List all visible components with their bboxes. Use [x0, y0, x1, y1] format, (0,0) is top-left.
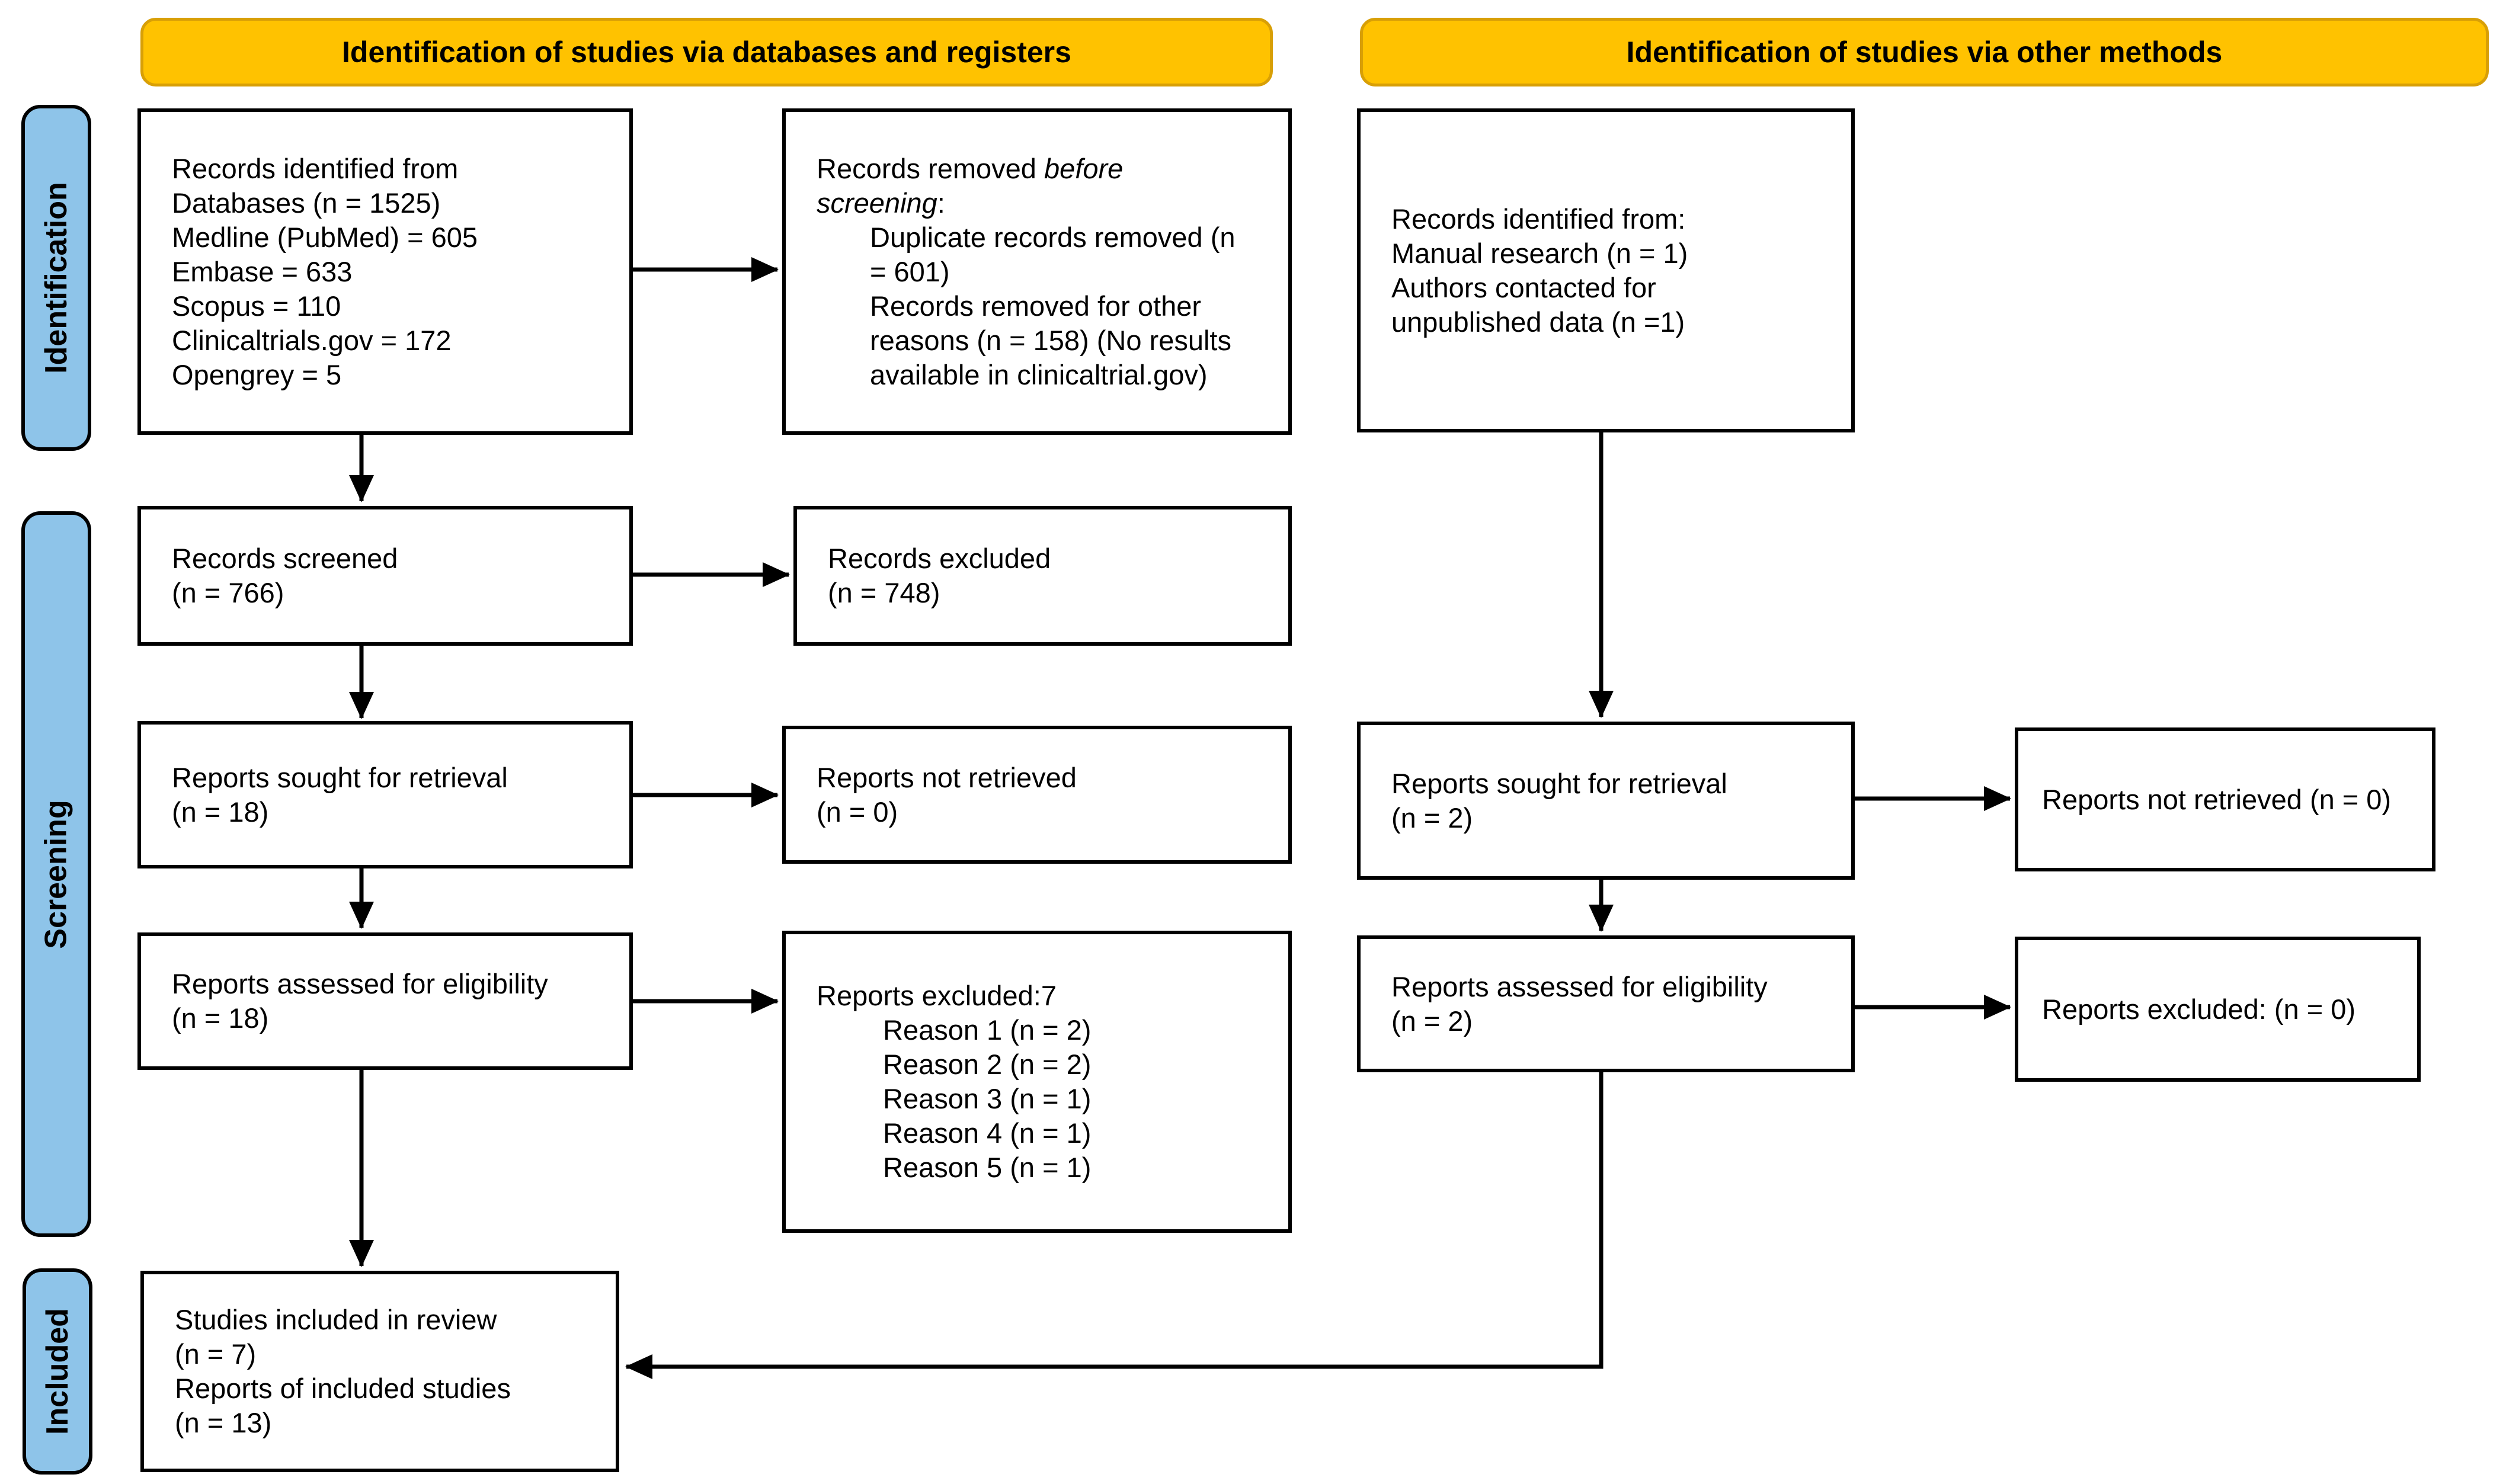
header-other-methods-label: Identification of studies via other meth… [1626, 36, 2223, 69]
box-line: Reports assessed for eligibility [1391, 970, 1768, 1002]
box-records-identified-databases: Records identified from Databases (n = 1… [137, 108, 633, 435]
stage-included-label: Included [40, 1308, 75, 1435]
box-line: Reports sought for retrieval [1391, 767, 1727, 799]
box-line: Manual research (n = 1) [1391, 237, 1688, 269]
stage-screening-label: Screening [39, 799, 74, 949]
box-line: screening: [817, 187, 945, 219]
box-line: Reason 3 (n = 1) [883, 1083, 1092, 1114]
box-other-reports-assessed: Reports assessed for eligibility (n = 2) [1357, 935, 1855, 1072]
box-line: Reports not retrieved [817, 761, 1077, 793]
box-line: Records removed for other reasons (n = 1… [870, 290, 1231, 390]
box-line: Embase = 633 [172, 255, 353, 287]
box-line: Databases (n = 1525) [172, 187, 441, 219]
box-line: Records removed before [817, 152, 1124, 184]
box-line: Clinicaltrials.gov = 172 [172, 324, 452, 356]
box-line: Reason 4 (n = 1) [883, 1117, 1092, 1149]
box-studies-included: Studies included in review (n = 7) Repor… [140, 1271, 619, 1472]
box-line: Reason 2 (n = 2) [883, 1049, 1092, 1080]
box-other-reports-sought: Reports sought for retrieval (n = 2) [1357, 722, 1855, 880]
box-records-screened: Records screened (n = 766) [137, 506, 633, 646]
box-line: (n = 766) [172, 577, 284, 608]
box-line: Reports assessed for eligibility [172, 968, 548, 999]
box-line: Scopus = 110 [172, 290, 341, 322]
box-line: Reports excluded: (n = 0) [2042, 993, 2356, 1025]
box-reports-not-retrieved: Reports not retrieved (n = 0) [782, 726, 1292, 864]
header-databases-registers-label: Identification of studies via databases … [342, 36, 1071, 69]
box-line: Medline (PubMed) = 605 [172, 221, 478, 253]
box-records-identified-other: Records identified from: Manual research… [1357, 108, 1855, 432]
box-reports-assessed: Reports assessed for eligibility (n = 18… [137, 932, 633, 1070]
box-records-excluded: Records excluded (n = 748) [793, 506, 1292, 646]
box-reports-sought: Reports sought for retrieval (n = 18) [137, 721, 633, 868]
box-other-reports-excluded: Reports excluded: (n = 0) [2015, 937, 2421, 1082]
box-other-reports-not-retrieved: Reports not retrieved (n = 0) [2015, 727, 2435, 871]
box-line: Studies included in review [175, 1304, 497, 1335]
box-line: Records excluded [828, 543, 1051, 574]
box-line: Records screened [172, 543, 398, 574]
box-line: Reports sought for retrieval [172, 761, 508, 793]
box-line: (n = 13) [175, 1407, 272, 1438]
box-line: (n = 0) [817, 796, 898, 828]
box-line: Records identified from [172, 152, 459, 184]
header-databases-registers: Identification of studies via databases … [140, 18, 1273, 86]
box-line: (n = 7) [175, 1338, 257, 1370]
stage-screening: Screening [21, 511, 91, 1237]
box-line: (n = 18) [172, 1002, 269, 1034]
box-line: (n = 2) [1391, 1005, 1473, 1037]
box-line: Reason 1 (n = 2) [883, 1014, 1092, 1046]
box-records-removed: Records removed before screening: Duplic… [782, 108, 1292, 435]
box-line: unpublished data (n =1) [1391, 306, 1685, 338]
box-line: Reports of included studies [175, 1373, 511, 1404]
box-line: Duplicate records removed (n = 601) [870, 221, 1236, 287]
box-line: Reason 5 (n = 1) [883, 1152, 1092, 1183]
box-line: (n = 748) [828, 577, 940, 608]
box-reports-excluded-reasons: Reports excluded:7 Reason 1 (n = 2) Reas… [782, 931, 1292, 1233]
box-line: (n = 18) [172, 796, 269, 828]
header-other-methods: Identification of studies via other meth… [1360, 18, 2489, 86]
box-line: Opengrey = 5 [172, 358, 342, 390]
box-line: Reports excluded:7 [817, 980, 1057, 1011]
stage-identification-label: Identification [39, 182, 73, 374]
box-line: Records identified from: [1391, 203, 1686, 235]
stage-identification: Identification [21, 105, 91, 451]
stage-included: Included [23, 1268, 92, 1475]
box-line: (n = 2) [1391, 802, 1473, 834]
box-line: Authors contacted for [1391, 271, 1656, 303]
box-line: Reports not retrieved (n = 0) [2042, 783, 2392, 815]
